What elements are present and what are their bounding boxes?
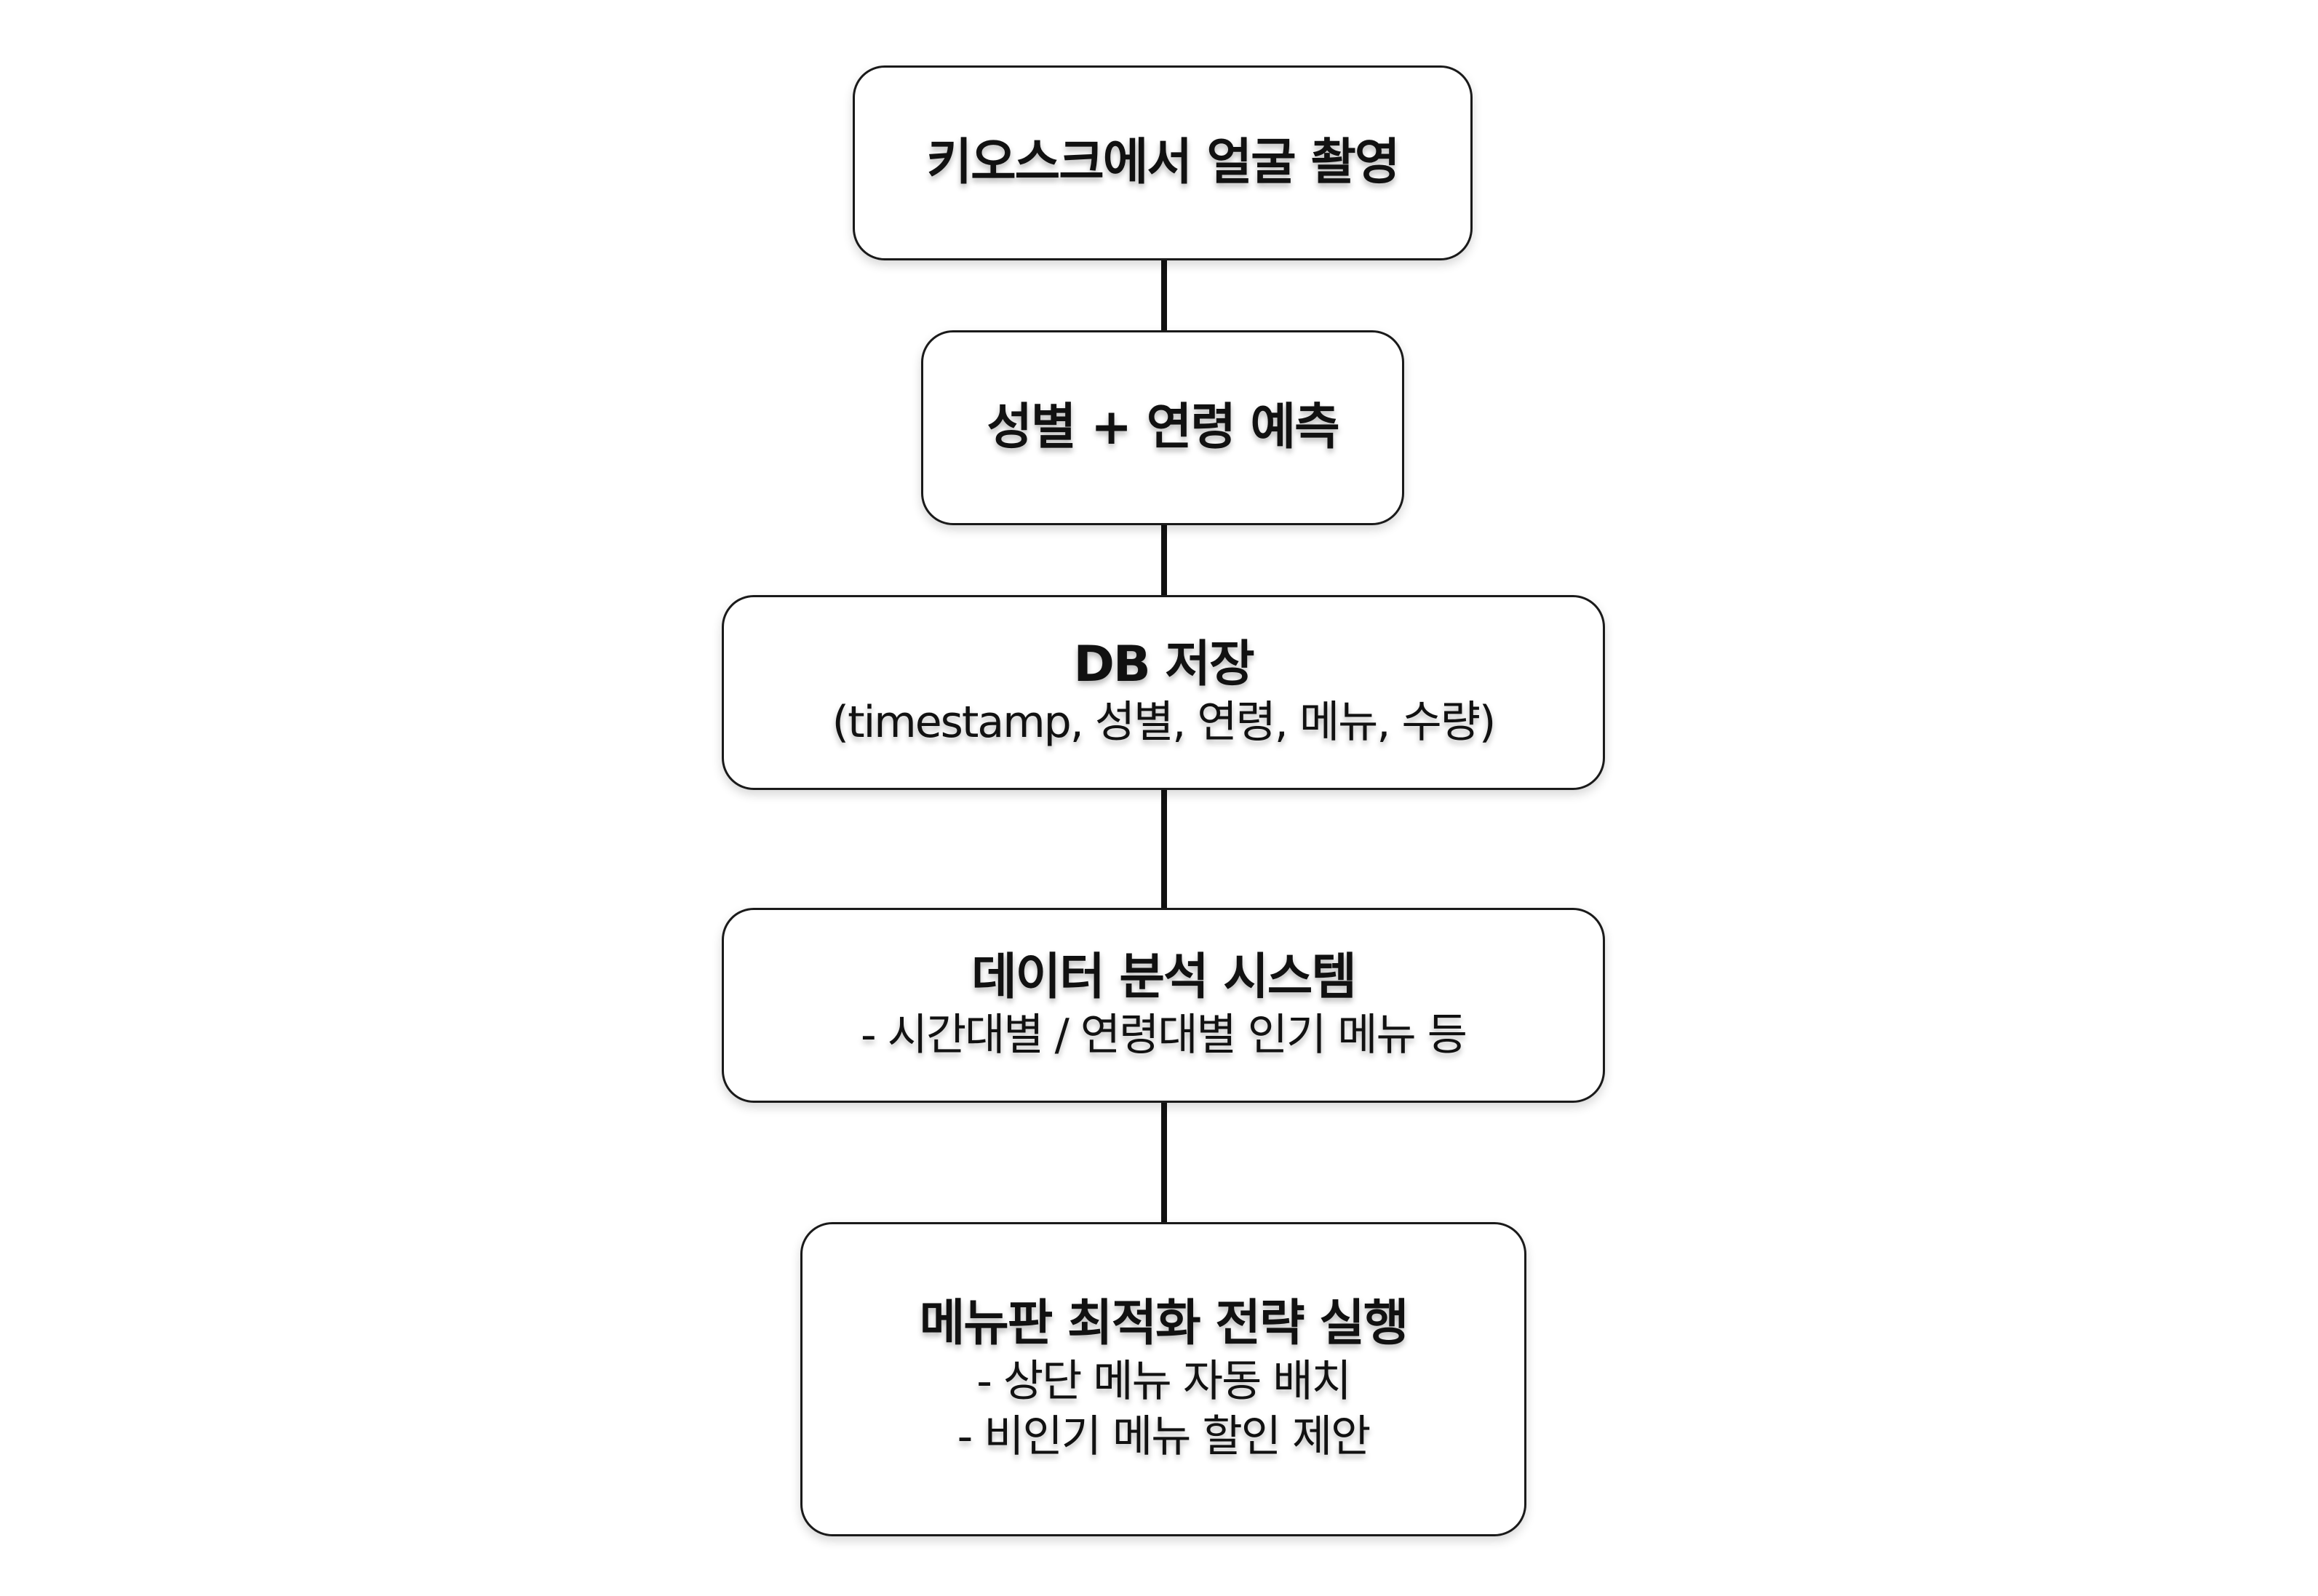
step-menu-strategy-detail-1: - 상단 메뉴 자동 배치 [976,1356,1352,1407]
step-capture-face-box: 키오스크에서 얼굴 촬영 [853,65,1473,260]
step-analysis-detail: - 시간대별 / 연령대별 인기 메뉴 등 [861,1010,1467,1061]
step-db-store-box: DB 저장 (timestamp, 성별, 연령, 메뉴, 수량) [722,595,1605,790]
step-menu-strategy-box: 메뉴판 최적화 전략 실행 - 상단 메뉴 자동 배치 - 비인기 메뉴 할인 … [800,1222,1526,1536]
connector-1-2 [1161,259,1167,333]
step-predict-title: 성별 + 연령 예측 [987,399,1339,456]
step-db-store-title: DB 저장 [1073,636,1254,693]
step-analysis-title: 데이터 분석 시스템 [971,949,1357,1006]
connector-3-4 [1161,789,1167,912]
step-menu-strategy-detail-2: - 비인기 메뉴 할인 제안 [957,1411,1371,1462]
connector-4-5 [1161,1101,1167,1225]
step-analysis-box: 데이터 분석 시스템 - 시간대별 / 연령대별 인기 메뉴 등 [722,908,1605,1103]
step-menu-strategy-title: 메뉴판 최적화 전략 실행 [919,1295,1409,1352]
step-capture-face-title: 키오스크에서 얼굴 촬영 [926,134,1401,191]
step-predict-box: 성별 + 연령 예측 [921,330,1404,525]
connector-2-3 [1161,524,1167,598]
step-db-store-detail: (timestamp, 성별, 연령, 메뉴, 수량) [832,697,1497,748]
